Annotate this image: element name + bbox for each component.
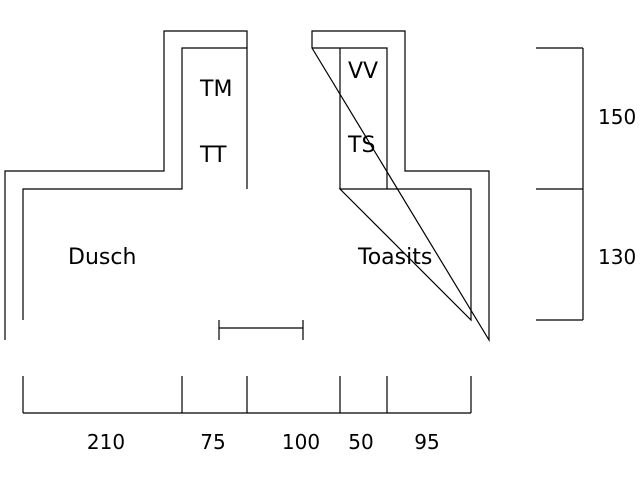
dim-label-v1: 150 [598, 105, 636, 129]
outer-wall [4, 30, 490, 343]
dim-label-h5: 95 [414, 430, 439, 454]
dim-label-h2: 75 [200, 430, 225, 454]
room-label-toasits: Toasits [357, 245, 432, 270]
room-label-tm: TM [199, 77, 232, 102]
dim-label-v2: 130 [598, 245, 636, 269]
horizontal-dimension [22, 376, 472, 414]
room-label-dusch: Dusch [68, 245, 136, 270]
room-label-tt: TT [199, 143, 227, 168]
dim-label-h3: 100 [282, 430, 320, 454]
room-label-ts: TS [347, 133, 375, 158]
dim-label-h4: 50 [348, 430, 373, 454]
inner-wall [22, 47, 472, 322]
dim-label-h1: 210 [87, 430, 125, 454]
window-opening [218, 320, 304, 340]
vertical-dimension [536, 47, 584, 321]
room-label-vv: VV [348, 59, 378, 84]
